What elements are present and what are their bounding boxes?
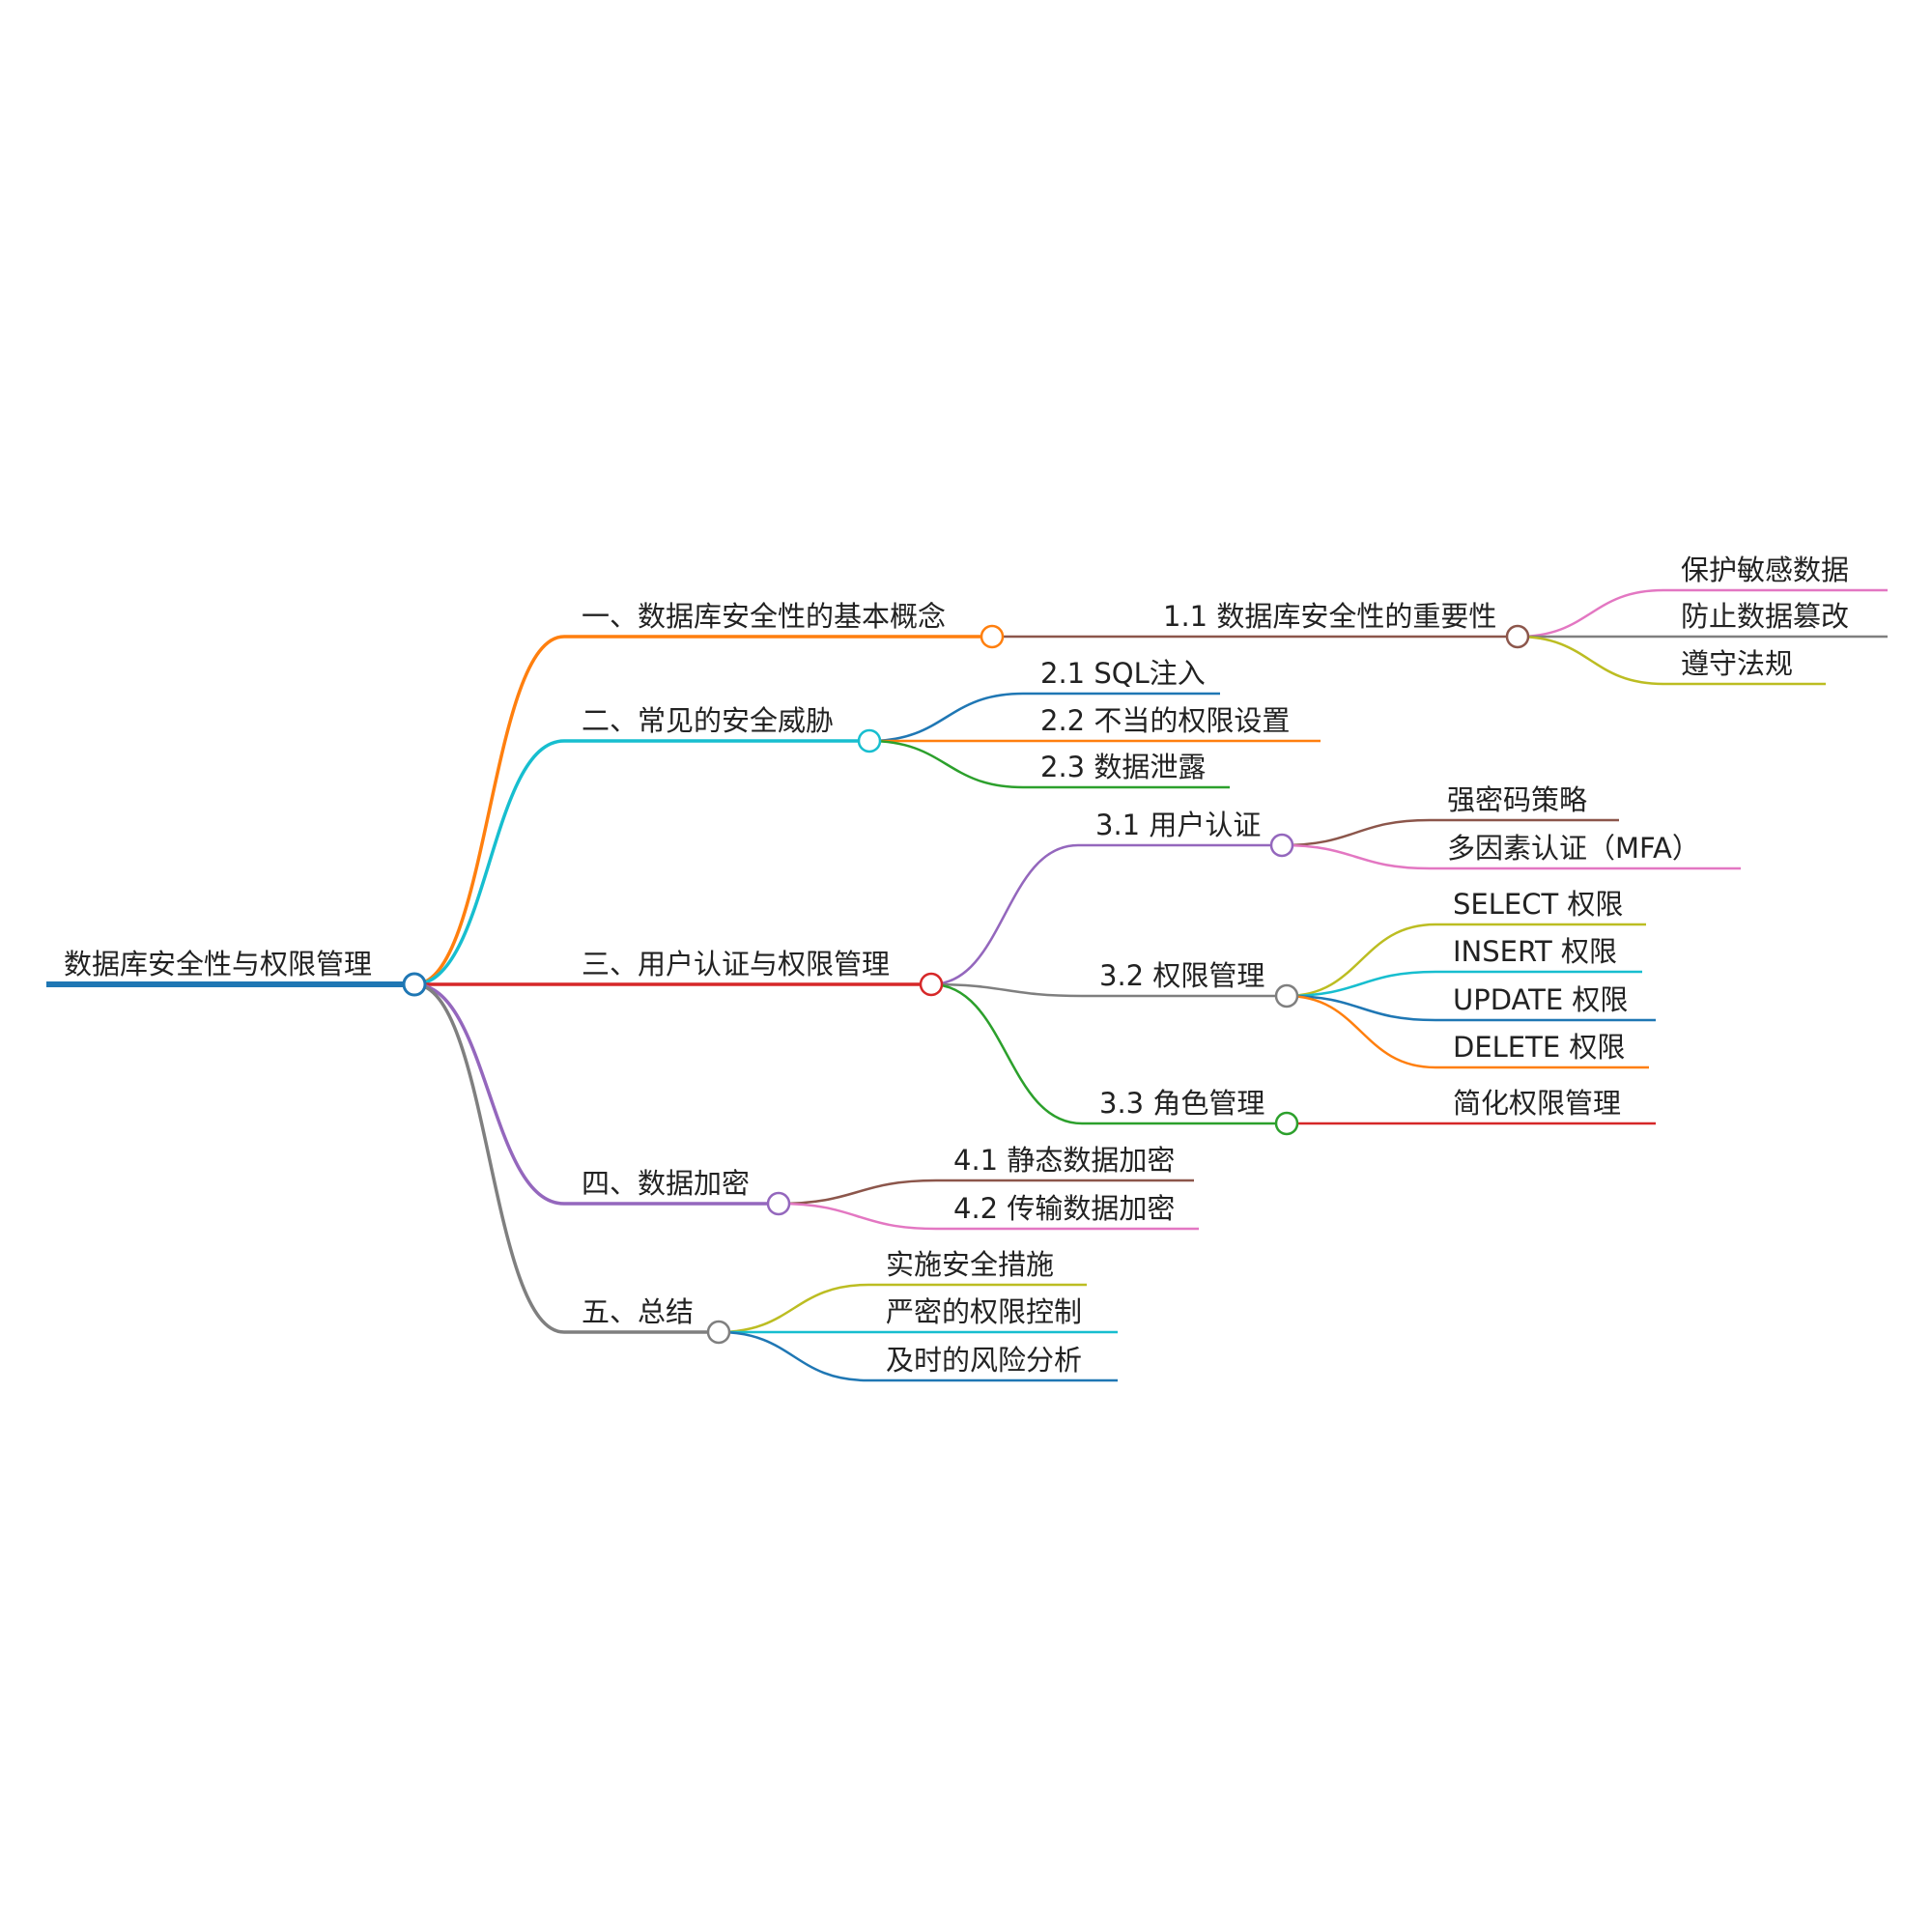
branch-line-4 [413,982,719,1334]
collapse-node-3[interactable] [766,1191,791,1216]
topic-1-1[interactable]: 2.2 不当的权限设置 [1040,704,1290,737]
topic-0-0-2[interactable]: 遵守法规 [1681,647,1793,680]
topic-0-0[interactable]: 1.1 数据库安全性的重要性 [1163,600,1496,633]
branch-line-2-1 [930,982,1287,998]
topic-2-2-0[interactable]: 简化权限管理 [1453,1087,1621,1120]
collapse-node-2-2[interactable] [1274,1111,1299,1136]
collapse-node-2-0[interactable] [1269,833,1294,858]
collapse-node-2[interactable] [919,972,944,997]
topic-1-0[interactable]: 2.1 SQL注入 [1040,657,1206,690]
topic-4-2[interactable]: 及时的风险分析 [886,1344,1082,1377]
topic-3[interactable]: 四、数据加密 [582,1167,750,1200]
branch-line-4-0 [718,1283,1087,1334]
topic-2-1[interactable]: 3.2 权限管理 [1099,959,1264,992]
topic-4[interactable]: 五、总结 [582,1295,694,1328]
branch-line-2-0-1 [1281,843,1741,870]
topic-0-0-0[interactable]: 保护敏感数据 [1681,554,1849,586]
branch-line-0 [413,635,992,986]
branch-line-3 [413,982,779,1206]
topic-2[interactable]: 三、用户认证与权限管理 [582,948,890,980]
root-topic[interactable]: 数据库安全性与权限管理 [64,948,372,980]
topic-0-0-1[interactable]: 防止数据篡改 [1681,600,1849,633]
collapse-node-0[interactable] [980,624,1005,649]
topic-1-2[interactable]: 2.3 数据泄露 [1040,751,1206,783]
branch-line-0-0-2 [1517,635,1826,686]
branch-line-0-0-0 [1517,588,1888,639]
branch-line-2-1-0 [1286,923,1646,998]
branch-line-4-2 [718,1330,1118,1382]
branch-line-2-1-3 [1286,994,1649,1069]
branch-line-3-0 [778,1179,1194,1206]
topic-0[interactable]: 一、数据库安全性的基本概念 [582,600,946,633]
collapse-node-4[interactable] [706,1320,731,1345]
branch-line-1 [413,739,869,986]
branch-line-2-1-2 [1286,994,1656,1022]
collapse-node-root[interactable] [402,972,427,997]
branch-line-3-1 [778,1202,1199,1231]
topic-2-1-3[interactable]: DELETE 权限 [1453,1031,1625,1064]
topic-4-0[interactable]: 实施安全措施 [886,1248,1054,1281]
topic-1[interactable]: 二、常见的安全威胁 [582,704,834,737]
branch-line-2-1-1 [1286,970,1642,998]
topic-2-1-1[interactable]: INSERT 权限 [1453,935,1617,968]
collapse-node-2-1[interactable] [1274,983,1299,1009]
collapse-node-0-0[interactable] [1505,624,1530,649]
topic-3-0[interactable]: 4.1 静态数据加密 [953,1144,1175,1177]
branch-line-1-0 [868,692,1220,743]
topic-2-1-2[interactable]: UPDATE 权限 [1453,983,1628,1016]
branch-line-2-0-0 [1281,818,1619,847]
topic-2-0-1[interactable]: 多因素认证（MFA） [1447,832,1700,865]
topic-4-1[interactable]: 严密的权限控制 [886,1295,1082,1328]
topic-2-2[interactable]: 3.3 角色管理 [1099,1087,1264,1120]
topic-2-1-0[interactable]: SELECT 权限 [1453,888,1623,921]
topic-2-0[interactable]: 3.1 用户认证 [1095,809,1261,841]
topic-3-1[interactable]: 4.2 传输数据加密 [953,1192,1175,1225]
branch-line-2-2 [930,982,1287,1125]
collapse-node-1[interactable] [857,728,882,753]
topic-2-0-0[interactable]: 强密码策略 [1447,783,1587,816]
branch-line-2-0 [930,843,1282,986]
branch-line-1-2 [868,739,1230,789]
